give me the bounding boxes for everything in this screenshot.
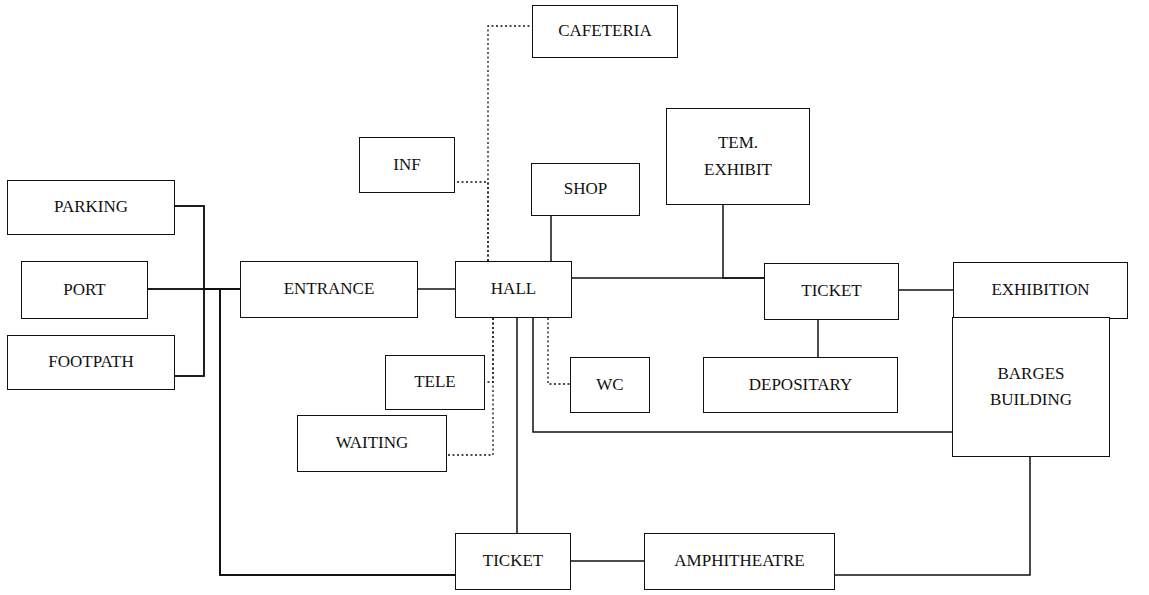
room-label: CAFETERIA (558, 18, 652, 44)
room-label: TELE (414, 369, 456, 395)
room-box: HALL (455, 261, 572, 318)
room-box: FOOTPATH (7, 335, 175, 390)
room-box: CAFETERIA (532, 5, 678, 58)
connector-line (148, 289, 455, 575)
connector-line (175, 289, 455, 575)
room-label: HALL (491, 276, 536, 302)
room-box: AMPHITHEATRE (644, 533, 835, 590)
room-label: WC (596, 372, 623, 398)
room-box: WAITING (297, 415, 447, 472)
room-box: INF (359, 137, 455, 193)
room-label: SHOP (564, 176, 607, 202)
dotted-connector (485, 318, 493, 382)
connector-line (550, 216, 552, 261)
dotted-connector (548, 318, 570, 384)
room-label: INF (393, 152, 420, 178)
room-label: PARKING (54, 194, 128, 220)
room-box: EXHIBITION (953, 262, 1128, 319)
room-label: ENTRANCE (284, 276, 375, 302)
room-box: ENTRANCE (240, 261, 418, 318)
dotted-connector (455, 182, 488, 261)
room-box: TICKET (764, 263, 899, 320)
connector-line (175, 206, 240, 289)
room-label: BARGES BUILDING (971, 361, 1091, 414)
room-label: AMPHITHEATRE (674, 548, 804, 574)
connector-line (723, 205, 764, 278)
connector-line (835, 457, 1030, 575)
room-label: FOOTPATH (48, 349, 133, 375)
dotted-connector (488, 26, 532, 261)
connector-line (516, 318, 518, 533)
room-box: WC (570, 357, 650, 413)
room-label: EXHIBITION (991, 277, 1089, 303)
room-label: DEPOSITARY (749, 372, 853, 398)
room-label: TICKET (483, 548, 543, 574)
room-label: WAITING (336, 430, 409, 456)
room-box: TICKET (455, 533, 571, 590)
room-box: PORT (21, 261, 148, 319)
connector-line (817, 320, 819, 357)
room-label: TICKET (801, 278, 861, 304)
room-box: PARKING (7, 180, 175, 235)
connector-line (418, 288, 455, 290)
room-label: TEM. EXHIBIT (688, 130, 788, 183)
connector-line (899, 289, 953, 291)
connector-line (533, 318, 952, 432)
room-box: BARGES BUILDING (952, 317, 1110, 457)
room-box: TEM. EXHIBIT (666, 108, 810, 205)
connector-line (175, 289, 240, 376)
room-label: PORT (63, 277, 105, 303)
room-box: DEPOSITARY (703, 357, 898, 413)
connector-line (571, 560, 644, 562)
room-box: TELE (385, 355, 485, 410)
room-box: SHOP (531, 163, 640, 216)
